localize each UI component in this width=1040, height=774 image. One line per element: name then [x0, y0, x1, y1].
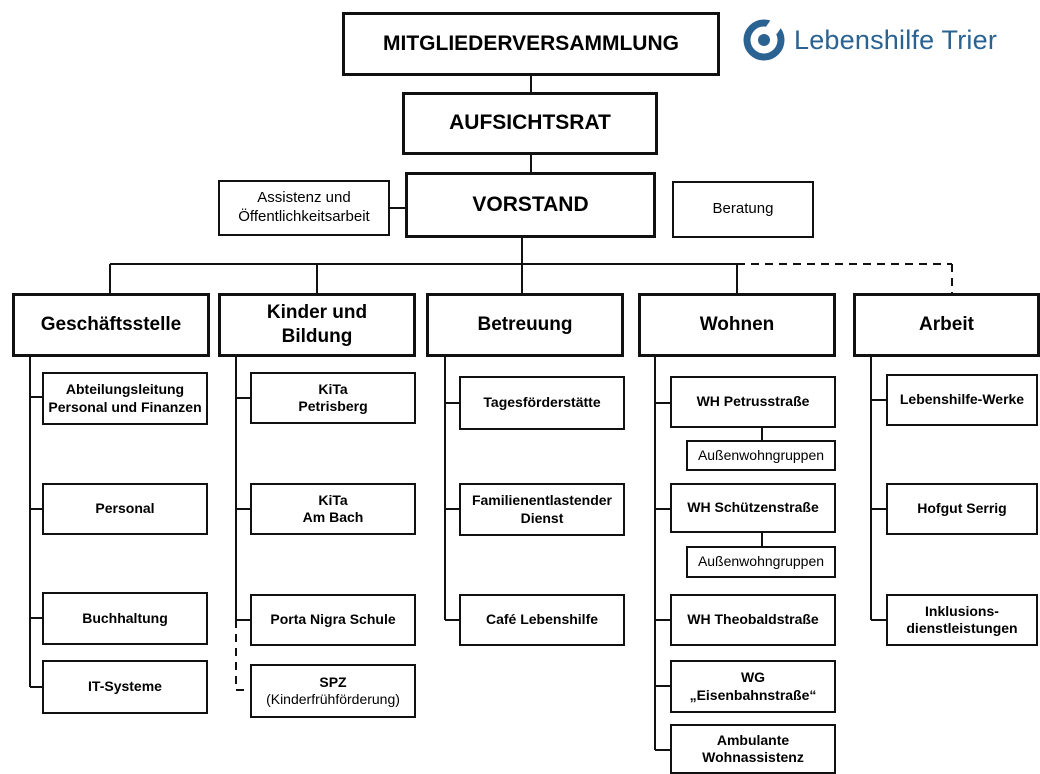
geschaeftsstelle-title: Geschäftsstelle — [40, 314, 182, 336]
aufsichtsrat-label: AUFSICHTSRAT — [449, 111, 611, 135]
ar-lebenshilfe-werke-box: Lebenshilfe-Werke — [886, 374, 1038, 426]
wohnen-title: Wohnen — [699, 314, 775, 336]
bt-tagesfoerderstaette-box: Tagesförderstätte — [459, 376, 625, 430]
kb-kita-petrisberg-box: KiTa Petrisberg — [250, 372, 416, 424]
gs-item-label: Personal — [95, 500, 155, 517]
wh-aussenwohngruppen-1-box: Außenwohngruppen — [686, 440, 836, 471]
mitgliederversammlung-box: MITGLIEDERVERSAMMLUNG — [342, 12, 720, 76]
vorstand-box: VORSTAND — [405, 172, 656, 238]
wh-item-label: Ambulante Wohnassistenz — [702, 731, 804, 766]
geschaeftsstelle-header: Geschäftsstelle — [12, 293, 210, 357]
ar-item-label: Inklusions- dienstleistungen — [906, 602, 1018, 637]
wh-item-label: Außenwohngruppen — [697, 553, 825, 570]
kb-spz-box: SPZ (Kinderfrühförderung) — [250, 664, 416, 718]
kb-porta-nigra-box: Porta Nigra Schule — [250, 594, 416, 646]
wohnen-header: Wohnen — [638, 293, 836, 357]
kinder-header: Kinder und Bildung — [218, 293, 416, 357]
wh-theobaldstrasse-box: WH Theobaldstraße — [670, 594, 836, 646]
wh-item-label: WG „Eisenbahnstraße“ — [689, 669, 817, 703]
kb-item-label: Porta Nigra Schule — [270, 611, 396, 628]
arbeit-header: Arbeit — [853, 293, 1040, 357]
wh-petrusstrasse-box: WH Petrusstraße — [670, 376, 836, 428]
kb-item-label: KiTa Am Bach — [302, 491, 364, 526]
ar-hofgut-serrig-box: Hofgut Serrig — [886, 483, 1038, 535]
kb-spz-title: SPZ — [319, 673, 347, 690]
gs-item-label: IT-Systeme — [88, 678, 162, 695]
bt-familienentlastender-dienst-box: Familienentlastender Dienst — [459, 483, 625, 536]
gs-item-label: Abteilungsleitung Personal und Finanzen — [48, 381, 202, 415]
assistenz-label: Assistenz und Öffentlichkeitsarbeit — [238, 189, 370, 225]
wh-item-label: WH Petrusstraße — [696, 393, 810, 410]
ar-inklusionsdienstleistungen-box: Inklusions- dienstleistungen — [886, 594, 1038, 646]
lebenshilfe-logo-icon — [743, 19, 785, 61]
gs-personal-box: Personal — [42, 483, 208, 535]
kb-spz-subtitle: (Kinderfrühförderung) — [266, 691, 400, 707]
bt-item-label: Café Lebenshilfe — [485, 611, 599, 628]
betreuung-title: Betreuung — [477, 314, 573, 336]
wg-eisenbahnstrasse-box: WG „Eisenbahnstraße“ — [670, 660, 836, 713]
wh-item-label: WH Theobaldstraße — [687, 611, 819, 628]
kb-kita-am-bach-box: KiTa Am Bach — [250, 483, 416, 535]
wh-ambulante-wohnassistenz-box: Ambulante Wohnassistenz — [670, 724, 836, 774]
logo-text: Lebenshilfe Trier — [794, 24, 998, 55]
kb-item-label: KiTa Petrisberg — [298, 380, 368, 415]
bt-cafe-lebenshilfe-box: Café Lebenshilfe — [459, 594, 625, 646]
beratung-label: Beratung — [712, 200, 774, 218]
vorstand-label: VORSTAND — [472, 192, 589, 216]
bt-item-label: Tagesförderstätte — [483, 394, 601, 411]
gs-item-label: Buchhaltung — [82, 609, 168, 626]
assistenz-box: Assistenz und Öffentlichkeitsarbeit — [218, 180, 390, 236]
betreuung-header: Betreuung — [426, 293, 624, 357]
wh-aussenwohngruppen-2-box: Außenwohngruppen — [686, 546, 836, 578]
aufsichtsrat-box: AUFSICHTSRAT — [402, 92, 658, 155]
gs-it-systeme-box: IT-Systeme — [42, 660, 208, 714]
lebenshilfe-logo: Lebenshilfe Trier — [742, 18, 997, 62]
wh-schuetzenstrasse-box: WH Schützenstraße — [670, 483, 836, 533]
ar-item-label: Lebenshilfe-Werke — [899, 391, 1025, 408]
gs-buchhaltung-box: Buchhaltung — [42, 592, 208, 645]
wh-item-label: Außenwohngruppen — [697, 446, 825, 463]
gs-abteilungsleitung-box: Abteilungsleitung Personal und Finanzen — [42, 372, 208, 425]
ar-item-label: Hofgut Serrig — [917, 500, 1007, 517]
mitgliederversammlung-label: MITGLIEDERVERSAMMLUNG — [383, 31, 679, 55]
arbeit-title: Arbeit — [919, 314, 974, 336]
kinder-title: Kinder und Bildung — [266, 302, 368, 347]
wh-item-label: WH Schützenstraße — [687, 499, 819, 516]
bt-item-label: Familienentlastender Dienst — [471, 492, 613, 526]
beratung-box: Beratung — [672, 181, 814, 238]
